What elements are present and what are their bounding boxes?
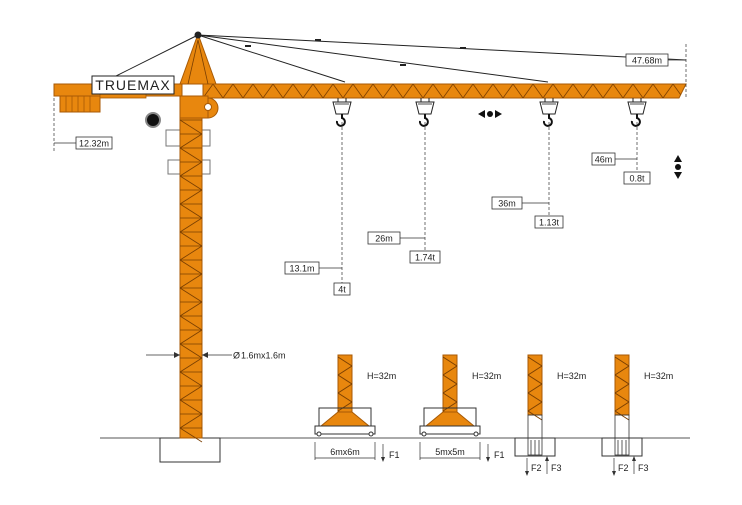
- label-radius-36: 36m: [491, 196, 523, 210]
- brand-text: TRUEMAX: [95, 77, 170, 93]
- foundation-force-label: F1: [494, 450, 505, 460]
- tie-line-markers: [245, 39, 466, 66]
- hook-block-1: [332, 98, 352, 127]
- mast: [179, 117, 203, 443]
- hook-block-3: [539, 98, 559, 127]
- hook-trolleys: [332, 98, 647, 127]
- hoist-up-down-arrows-icon: [674, 155, 682, 179]
- svg-text:47.68m: 47.68m: [632, 56, 662, 66]
- jib: [202, 83, 687, 99]
- foundation-height-label: H=32m: [557, 371, 586, 381]
- svg-text:1.13t: 1.13t: [539, 218, 560, 228]
- foundation-force-a: F2: [531, 463, 542, 473]
- slewing-unit: [165, 95, 219, 175]
- mast-section-dimension: [146, 352, 232, 358]
- foundation-height-label: H=32m: [367, 371, 396, 381]
- foundation-height-label: H=32m: [472, 371, 501, 381]
- label-capacity-174: 1.74t: [409, 250, 441, 264]
- svg-text:36m: 36m: [498, 199, 516, 209]
- label-jib-length: 47.68m: [625, 53, 669, 67]
- svg-text:0.8t: 0.8t: [629, 174, 645, 184]
- svg-text:12.32m: 12.32m: [79, 139, 109, 149]
- tower-head: [179, 31, 217, 85]
- label-capacity-4t: 4t: [333, 282, 351, 296]
- label-radius-46: 46m: [591, 152, 616, 166]
- foundation-force-a: F2: [618, 463, 629, 473]
- foundation-size-label: 6mx6m: [330, 447, 360, 457]
- label-radius-13: 13.1m: [284, 261, 320, 275]
- main-foundation-block: [159, 437, 221, 463]
- counterweight-drum: [145, 112, 161, 128]
- mast-section-label: 1.6mx1.6m: [241, 351, 286, 361]
- foundation-variant-1: H=32m 6mx6m F1: [314, 354, 400, 462]
- radius-leaders: [53, 44, 687, 283]
- svg-text:13.1m: 13.1m: [289, 264, 314, 274]
- foundation-variant-2: H=32m 5mx5m F1: [419, 354, 505, 462]
- foundation-height-label: H=32m: [644, 371, 673, 381]
- foundation-force-label: F1: [389, 450, 400, 460]
- trolley-travel-arrows-icon: [478, 110, 502, 118]
- brand-label: TRUEMAX: [91, 75, 175, 95]
- hook-block-2: [415, 98, 435, 127]
- svg-text:1.74t: 1.74t: [415, 253, 436, 263]
- label-counter-jib-length: 12.32m: [75, 136, 113, 150]
- label-capacity-113: 1.13t: [534, 215, 564, 229]
- tie-lines: [99, 34, 687, 85]
- svg-text:26m: 26m: [375, 234, 393, 244]
- hook-block-4: [627, 98, 647, 127]
- foundation-force-b: F3: [638, 463, 649, 473]
- svg-text:4t: 4t: [338, 285, 346, 295]
- svg-text:46m: 46m: [595, 155, 613, 165]
- label-radius-26: 26m: [367, 231, 401, 245]
- foundation-size-label: 5mx5m: [435, 447, 465, 457]
- foundation-force-b: F3: [551, 463, 562, 473]
- label-capacity-08: 0.8t: [623, 171, 651, 185]
- mast-section-symbol: Ø: [233, 351, 240, 361]
